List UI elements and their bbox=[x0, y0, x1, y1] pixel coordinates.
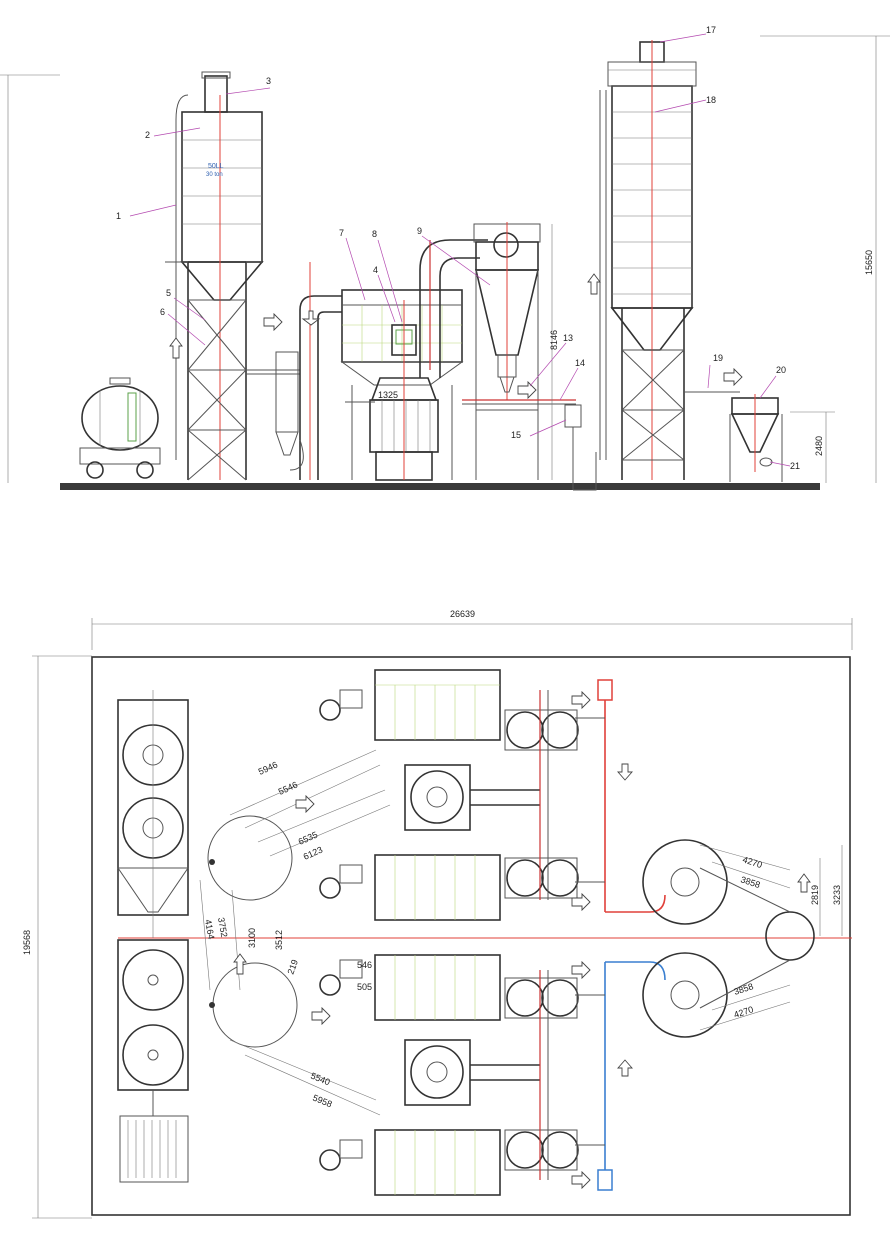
callout-14: 14 bbox=[575, 358, 585, 368]
silo-marking-1: 50LL bbox=[208, 163, 224, 170]
dim-5946: 5946 bbox=[257, 760, 279, 777]
left-silo: 50LL 30 ton bbox=[165, 71, 264, 481]
callout-13: 13 bbox=[563, 333, 573, 343]
callout-8: 8 bbox=[372, 229, 377, 239]
packing-hopper bbox=[729, 394, 783, 482]
tanker-truck bbox=[79, 377, 161, 479]
right-silo bbox=[587, 40, 743, 480]
dim-6123: 6123 bbox=[302, 845, 324, 862]
dim-3233: 3233 bbox=[832, 885, 842, 905]
elevator-pipe bbox=[275, 262, 342, 480]
callouts: 1 2 3 4 5 6 7 8 9 13 14 15 17 1 bbox=[116, 25, 800, 471]
callout-1: 1 bbox=[116, 211, 121, 221]
grinding-mill: 1325 bbox=[345, 300, 439, 481]
dim-total-height: 15650 bbox=[864, 250, 874, 275]
plan-view: 26639 19568 bbox=[22, 609, 853, 1219]
dim-505: 505 bbox=[357, 982, 372, 992]
dim-3100: 3100 bbox=[247, 928, 257, 948]
callout-20: 20 bbox=[776, 365, 786, 375]
callout-18: 18 bbox=[706, 95, 716, 105]
dim-hopper-height: 2480 bbox=[814, 436, 824, 456]
dim-5958: 5958 bbox=[311, 1093, 333, 1110]
dim-2819: 2819 bbox=[810, 885, 820, 905]
dim-5546: 5546 bbox=[277, 780, 299, 797]
plan-conveying-pipes bbox=[575, 679, 666, 1191]
dim-cyclone-height: 8146 bbox=[549, 330, 559, 350]
dim-3858-lower: 3858 bbox=[733, 981, 755, 997]
plan-mill-modules bbox=[319, 669, 579, 1196]
dim-total-depth: 19568 bbox=[22, 930, 32, 955]
dim-3858-upper: 3858 bbox=[739, 874, 761, 890]
callout-9: 9 bbox=[417, 226, 422, 236]
dim-4164: 4164 bbox=[203, 919, 216, 940]
flow-arrows bbox=[233, 690, 811, 1190]
callout-6: 6 bbox=[160, 307, 165, 317]
dim-total-width: 26639 bbox=[450, 609, 475, 619]
callout-5: 5 bbox=[166, 288, 171, 298]
callout-17: 17 bbox=[706, 25, 716, 35]
dim-3512: 3512 bbox=[274, 930, 284, 950]
cyclone: 8146 bbox=[462, 222, 576, 480]
ground-line bbox=[60, 483, 820, 490]
plan-right-silos bbox=[642, 839, 815, 1038]
plan-frame bbox=[91, 656, 851, 1216]
dim-mill-width: 1325 bbox=[378, 390, 398, 400]
dim-546: 546 bbox=[357, 960, 372, 970]
callout-19: 19 bbox=[713, 353, 723, 363]
dim-6535: 6535 bbox=[297, 830, 319, 847]
plan-left-silos bbox=[117, 690, 189, 1183]
elevation-view: 50LL 30 ton bbox=[0, 25, 890, 491]
dim-4270-upper: 4270 bbox=[741, 854, 763, 870]
callout-3: 3 bbox=[266, 76, 271, 86]
dim-3752: 3752 bbox=[216, 917, 229, 938]
fan-15 bbox=[564, 404, 582, 428]
dim-219: 219 bbox=[285, 958, 300, 976]
callout-15: 15 bbox=[511, 430, 521, 440]
callout-7: 7 bbox=[339, 228, 344, 238]
silo-marking-2: 30 ton bbox=[206, 172, 223, 178]
dim-4270-lower: 4270 bbox=[733, 1004, 755, 1020]
callout-21: 21 bbox=[790, 461, 800, 471]
callout-4: 4 bbox=[373, 265, 378, 275]
bag-filter bbox=[340, 289, 464, 480]
cyclone-duct bbox=[419, 232, 519, 378]
callout-2: 2 bbox=[145, 130, 150, 140]
